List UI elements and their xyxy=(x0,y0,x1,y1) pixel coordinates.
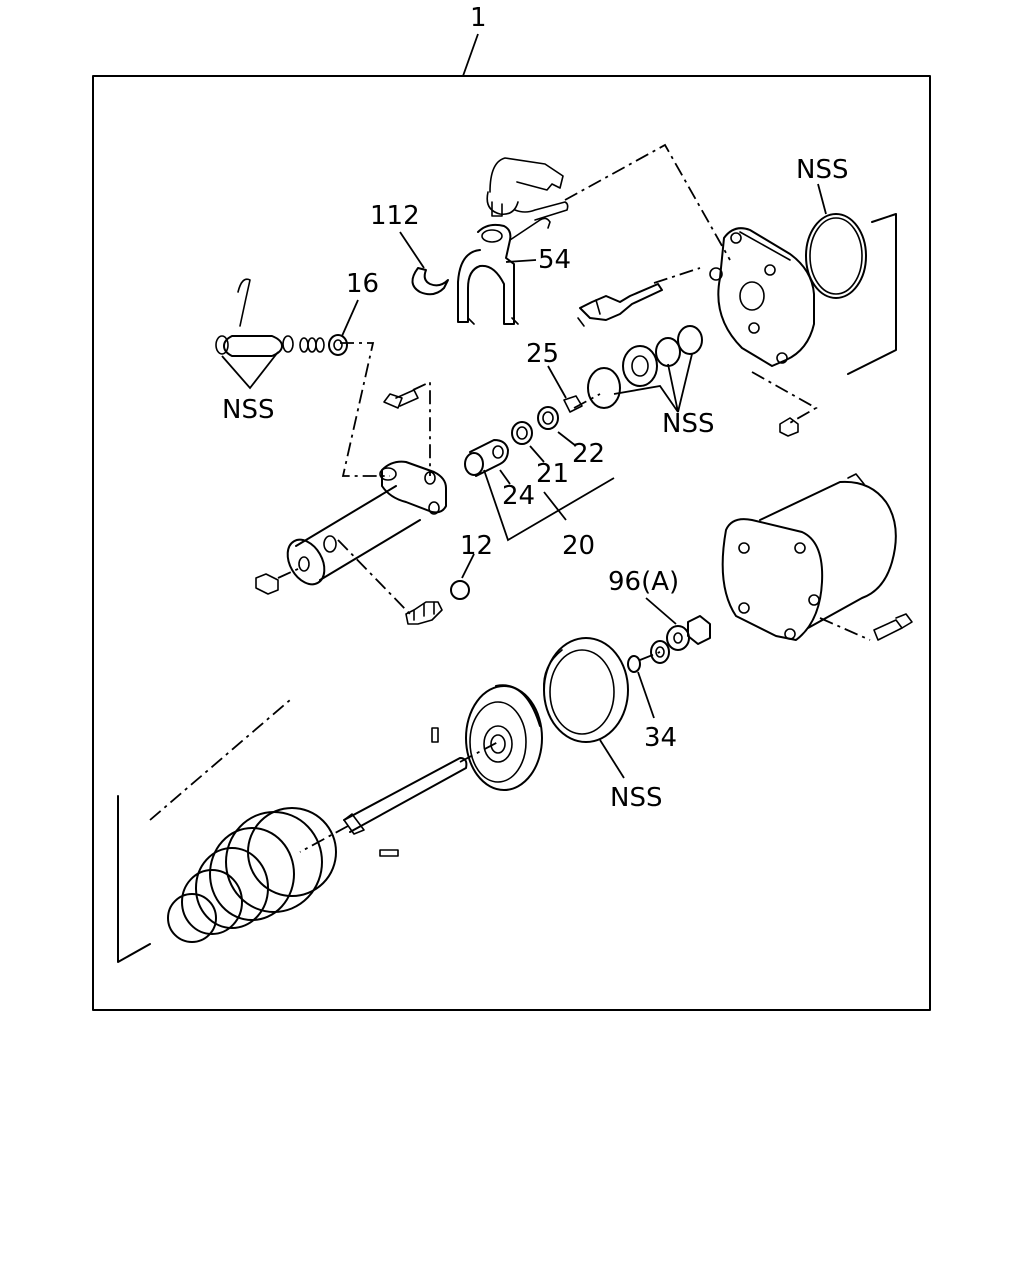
plug-end xyxy=(255,573,279,595)
push-rod xyxy=(343,727,468,857)
sensor xyxy=(577,283,663,327)
label-part-112: 112 xyxy=(370,201,420,231)
label-nss-left: NSS xyxy=(222,395,274,425)
bolt-rear xyxy=(873,613,913,641)
valve-stem xyxy=(215,278,348,357)
label-part-22: 22 xyxy=(572,439,605,469)
cylinder-housing xyxy=(286,460,447,586)
return-spring xyxy=(167,807,337,943)
label-part-16: 16 xyxy=(346,269,379,299)
piston-assembly xyxy=(464,395,583,477)
shift-fork-54 xyxy=(457,217,551,325)
nut-washer-96a xyxy=(650,615,711,664)
label-part-34: 34 xyxy=(644,723,677,753)
bracket-lines xyxy=(117,213,897,963)
rear-housing xyxy=(721,473,897,641)
o-ring-large xyxy=(805,213,867,299)
bolt-upper xyxy=(383,389,419,409)
assembly-lines xyxy=(149,143,871,853)
leader-lines xyxy=(221,183,827,779)
breather-fitting xyxy=(405,601,443,625)
piston-plate xyxy=(465,684,543,791)
label-part-21: 21 xyxy=(536,459,569,489)
label-nss-ring-top: NSS xyxy=(796,155,848,185)
label-part-25: 25 xyxy=(526,339,559,369)
assembly-leader xyxy=(462,33,479,77)
front-cover xyxy=(709,227,815,367)
label-part-54: 54 xyxy=(538,245,571,275)
label-part-96a: 96(A) xyxy=(608,567,679,597)
label-nss-bottom: NSS xyxy=(610,783,662,813)
label-part-12: 12 xyxy=(460,531,493,561)
label-part-20: 20 xyxy=(562,531,595,561)
wire-connector xyxy=(486,157,569,221)
label-part-24: 24 xyxy=(502,481,535,511)
label-nss-mid: NSS xyxy=(662,409,714,439)
nut-small xyxy=(779,417,799,437)
seal-set xyxy=(587,325,703,409)
diaphragm xyxy=(543,637,629,743)
label-assembly-1: 1 xyxy=(470,3,487,33)
o-ring-34 xyxy=(627,655,641,673)
cap-12 xyxy=(450,580,470,600)
clip-112 xyxy=(411,267,449,296)
assembly-frame xyxy=(92,75,931,1011)
